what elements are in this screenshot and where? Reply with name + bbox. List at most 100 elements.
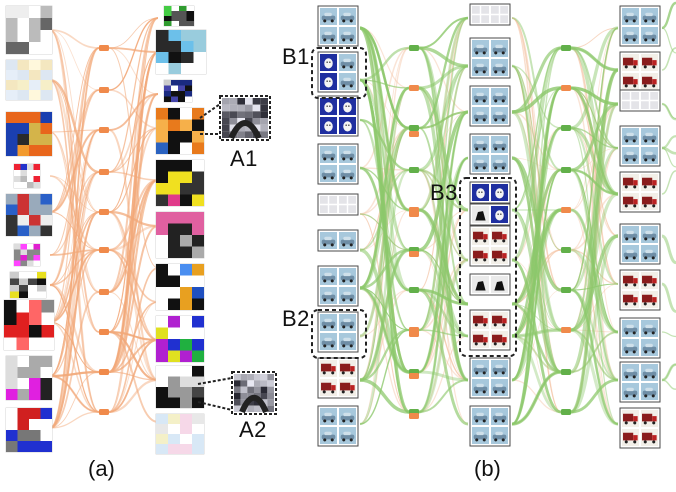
cluster-node [99, 209, 109, 215]
flow-link [511, 111, 562, 171]
flow-link [49, 211, 100, 429]
flow-link [570, 103, 619, 251]
annotation-b2: B2 [282, 306, 310, 331]
flow-link [511, 209, 562, 331]
flow-link [418, 249, 469, 381]
undefined-group [469, 273, 511, 296]
cluster-node [409, 45, 419, 51]
flow-link [108, 47, 159, 53]
flow-link [511, 65, 562, 129]
flow-link [108, 179, 159, 293]
flow-link [49, 284, 100, 413]
flow-link [418, 157, 469, 413]
flow-link [661, 1, 676, 30]
truck-thumbnail-group [469, 309, 511, 351]
cluster-node [561, 327, 571, 333]
annotation-b1: B1 [282, 44, 310, 69]
flow-link [49, 249, 100, 323]
flow-link [359, 166, 410, 292]
flow-link [108, 128, 159, 382]
flow-link [570, 127, 619, 425]
flow-link [511, 17, 562, 251]
flow-link [661, 47, 676, 71]
car-thumbnail-group [619, 361, 661, 403]
filter-pattern-thumbnail [155, 211, 205, 259]
filter-pattern-thumbnail [5, 407, 53, 453]
flow-link [108, 93, 159, 413]
flow-link [49, 47, 100, 429]
car-thumbnail-group [317, 5, 359, 47]
flow-link [511, 209, 562, 337]
flow-link [511, 334, 562, 374]
cluster-node [99, 169, 109, 175]
callout-connector [197, 401, 233, 411]
car-thumbnail-group [619, 317, 661, 359]
flow-link [418, 329, 469, 337]
flow-link [108, 89, 159, 129]
flow-link [49, 89, 100, 213]
flow-link [661, 363, 676, 382]
car-thumbnail-group [317, 229, 359, 252]
flow-link [661, 379, 676, 390]
car-thumbnail-group [469, 405, 511, 447]
caption-a: (a) [88, 456, 115, 481]
filter-pattern-thumbnail [3, 299, 55, 351]
flow-link [418, 288, 469, 426]
flow-link [108, 47, 159, 95]
annotation-a2: A2 [239, 417, 267, 442]
flow-link [570, 288, 619, 426]
flow-link [108, 171, 159, 181]
flow-link [511, 17, 562, 291]
flow-link [49, 283, 100, 374]
flow-link [49, 47, 100, 323]
filter-pattern-thumbnail [13, 163, 41, 189]
truck-thumbnail-group [317, 357, 359, 399]
flow-link [359, 26, 410, 212]
flow-link [418, 248, 469, 338]
callout-connector [197, 377, 233, 385]
flow-link [511, 87, 562, 425]
car-thumbnail-group [469, 37, 511, 79]
filter-pattern-thumbnail [5, 193, 53, 237]
flow-link [108, 50, 159, 374]
flow-link [661, 234, 676, 265]
cluster-node [409, 125, 419, 131]
flow-link [418, 86, 469, 212]
cluster-node [99, 369, 109, 375]
flow-link [49, 29, 100, 213]
highlight-boxes-layer [197, 47, 517, 411]
flow-link [511, 46, 562, 262]
cluster-node [409, 251, 419, 257]
flow-link [418, 169, 469, 381]
flow-link [359, 248, 410, 382]
flow-link [570, 208, 619, 334]
flow-link [661, 146, 676, 155]
annotation-a1: A1 [230, 146, 258, 171]
cluster-node [99, 45, 109, 51]
cluster-node [99, 409, 109, 415]
cluster-node [409, 373, 419, 379]
cluster-node [561, 207, 571, 213]
car-thumbnail-group [469, 85, 511, 127]
flow-link [570, 46, 619, 72]
flow-link [359, 286, 410, 374]
flow-link [418, 127, 469, 381]
flow-link [108, 249, 159, 341]
filter-pattern-thumbnail [155, 159, 205, 207]
undefined-group [317, 51, 359, 93]
cluster-node [409, 211, 419, 217]
flow-link [359, 213, 410, 251]
flow-link [511, 65, 562, 251]
truck-thumbnail-group [619, 51, 661, 93]
flow-link [511, 17, 562, 171]
flow-link [108, 339, 159, 373]
flow-link [108, 51, 159, 213]
flow-link [511, 47, 562, 381]
thumbnails-layer [3, 3, 661, 455]
flow-link [359, 168, 410, 426]
zoom-callout-a1 [219, 95, 271, 141]
blank-thumbnail-group [317, 193, 359, 216]
flow-link [359, 378, 410, 414]
